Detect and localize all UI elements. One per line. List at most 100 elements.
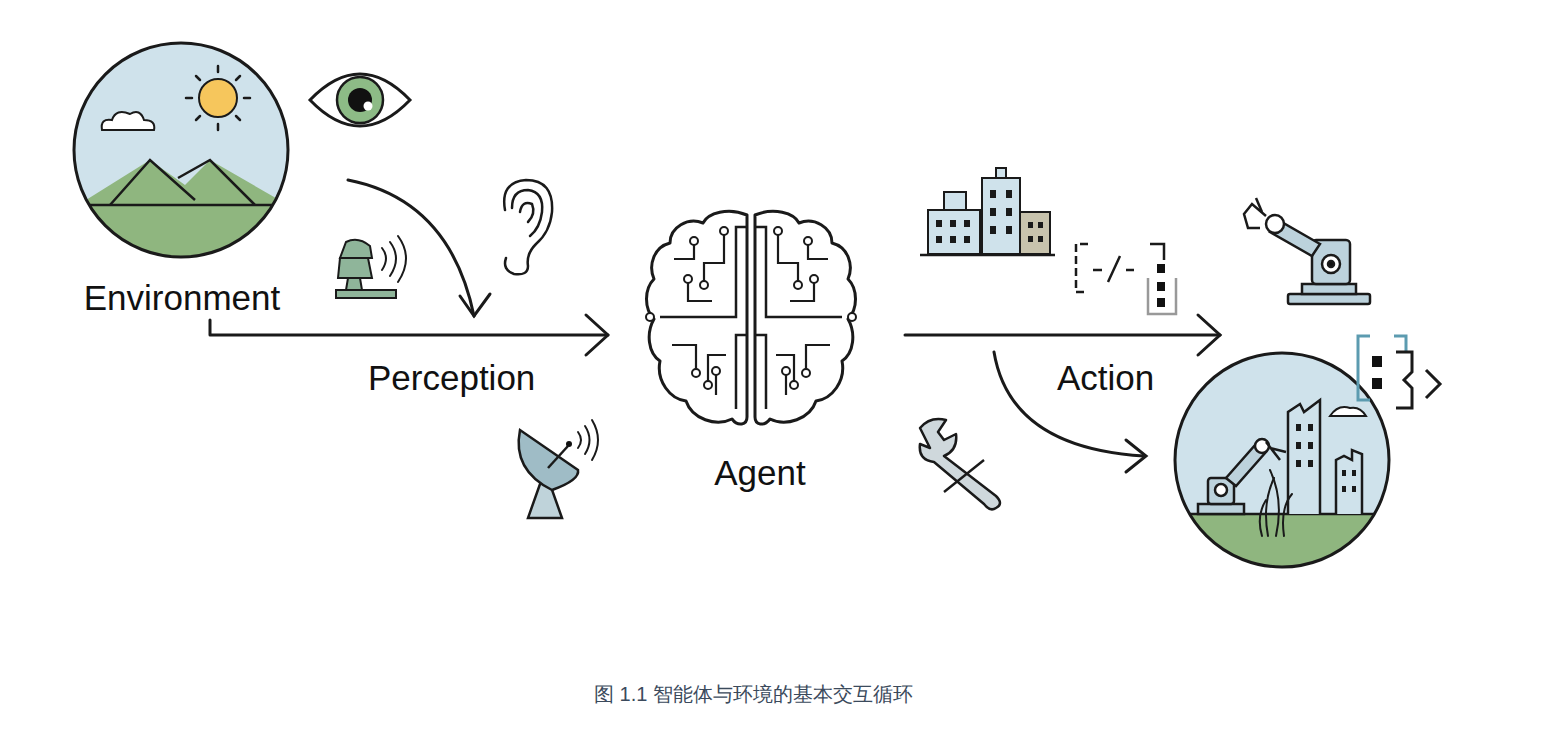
buildings-icon — [1020, 212, 1050, 254]
brain-circuit — [790, 381, 798, 389]
environment-scene — [70, 40, 300, 275]
brain-circuit — [848, 313, 856, 321]
arrow-head — [586, 315, 608, 355]
satellite-dish-icon — [519, 430, 578, 490]
buildings-icon — [1028, 236, 1033, 242]
code-icon — [1396, 352, 1412, 408]
flow-arrow — [460, 294, 490, 316]
code-icon — [1157, 264, 1165, 273]
brain-circuit — [646, 227, 728, 389]
changed-environment-scene — [1352, 470, 1356, 476]
robot-arm-icon — [1322, 255, 1340, 273]
changed-environment-scene — [1308, 442, 1313, 449]
eye-icon — [337, 77, 383, 123]
brain-circuit — [647, 211, 748, 424]
sound-sensor-icon — [338, 258, 372, 278]
sound-sensor-icon — [398, 236, 406, 282]
brain-circuit — [774, 227, 856, 389]
brain-circuit — [660, 227, 747, 409]
brain-circuit — [692, 369, 700, 377]
buildings-icon — [920, 254, 1055, 257]
brain-circuit — [720, 227, 728, 235]
action-arrow — [1126, 440, 1146, 472]
changed-environment-scene — [1255, 439, 1269, 453]
buildings-icon — [1028, 222, 1033, 228]
changed-environment-scene — [1170, 350, 1395, 575]
environment-scene — [74, 43, 288, 257]
changed-environment-scene — [1260, 470, 1292, 536]
environment-scene — [236, 116, 240, 120]
buildings-icon — [964, 236, 970, 243]
code-icon — [1076, 244, 1088, 292]
environment-scene — [110, 160, 255, 205]
changed-environment-scene — [1296, 442, 1301, 449]
brain-circuit — [802, 369, 810, 377]
changed-environment-scene — [1308, 424, 1313, 431]
code-icon — [1148, 278, 1176, 314]
buildings-icon — [950, 236, 956, 243]
environment-scene — [186, 66, 250, 130]
buildings-icon — [996, 168, 1006, 178]
buildings-icon — [964, 220, 970, 227]
sound-sensor-icon — [390, 242, 396, 276]
action-arrow — [905, 315, 1220, 472]
brain-circuit — [776, 235, 830, 395]
brain-circuit — [712, 367, 720, 375]
changed-environment-scene — [1352, 486, 1356, 492]
buildings-icon — [990, 208, 996, 216]
wrench-icon — [920, 419, 1000, 509]
changed-environment-scene — [1330, 407, 1366, 416]
environment-scene — [199, 79, 237, 117]
changed-environment-scene — [1296, 424, 1301, 431]
satellite-dish-icon — [548, 446, 568, 468]
ear-icon — [504, 180, 552, 274]
environment-node: Environment — [58, 38, 306, 320]
buildings-icon — [1038, 222, 1043, 228]
flow-label: Action — [1057, 358, 1154, 398]
buildings-icon — [936, 220, 942, 227]
wrench-icon — [920, 419, 1000, 509]
code-icon — [1394, 336, 1406, 352]
edge-label: Perception — [368, 358, 535, 398]
buildings-icon — [1038, 236, 1043, 242]
buildings-icon — [990, 190, 996, 198]
ear-icon — [520, 203, 533, 222]
brain-circuit — [755, 211, 856, 424]
changed-environment-scene — [1296, 460, 1301, 467]
brain-hemisphere — [755, 211, 856, 424]
changed-environment-scene — [1198, 504, 1244, 514]
code-icon — [1157, 298, 1165, 307]
eye-icon — [310, 74, 410, 126]
brain-circuit — [684, 275, 692, 283]
buildings-icon — [950, 220, 956, 227]
changed-environment-scene — [1336, 450, 1362, 514]
changed-environment-scene — [1266, 442, 1286, 460]
robot-arm-icon — [1288, 294, 1370, 304]
environment-scene — [70, 40, 300, 275]
changed-environment-scene — [1266, 478, 1274, 536]
brain-circuit — [672, 235, 726, 395]
sound-sensor-icon — [340, 240, 372, 258]
wrench-icon — [944, 460, 984, 492]
environment-scene — [196, 116, 200, 120]
sound-sensor-icon — [346, 278, 362, 290]
ear-icon — [512, 190, 542, 236]
brain-circuit — [700, 281, 708, 289]
changed-environment-scene — [1170, 350, 1395, 575]
sound-sensor-icon — [382, 236, 406, 282]
changed-environment-scene — [1308, 460, 1313, 467]
buildings-icon — [1006, 226, 1012, 234]
brain-circuit — [690, 237, 698, 245]
node-label: Environment — [58, 278, 306, 318]
buildings-icon — [982, 178, 1020, 254]
environment-scene — [70, 204, 300, 207]
robot-arm-icon — [1244, 204, 1266, 228]
node-label: Agent — [608, 453, 912, 493]
figure-caption: 图 1.1 智能体与环境的基本交互循环 — [594, 681, 913, 707]
robot-arm-icon — [1302, 284, 1356, 294]
ear-icon — [504, 180, 552, 274]
code-icon — [1150, 244, 1164, 260]
brain-circuit — [804, 237, 812, 245]
code-icon — [1372, 356, 1382, 367]
changed-environment-scene — [1296, 424, 1356, 492]
